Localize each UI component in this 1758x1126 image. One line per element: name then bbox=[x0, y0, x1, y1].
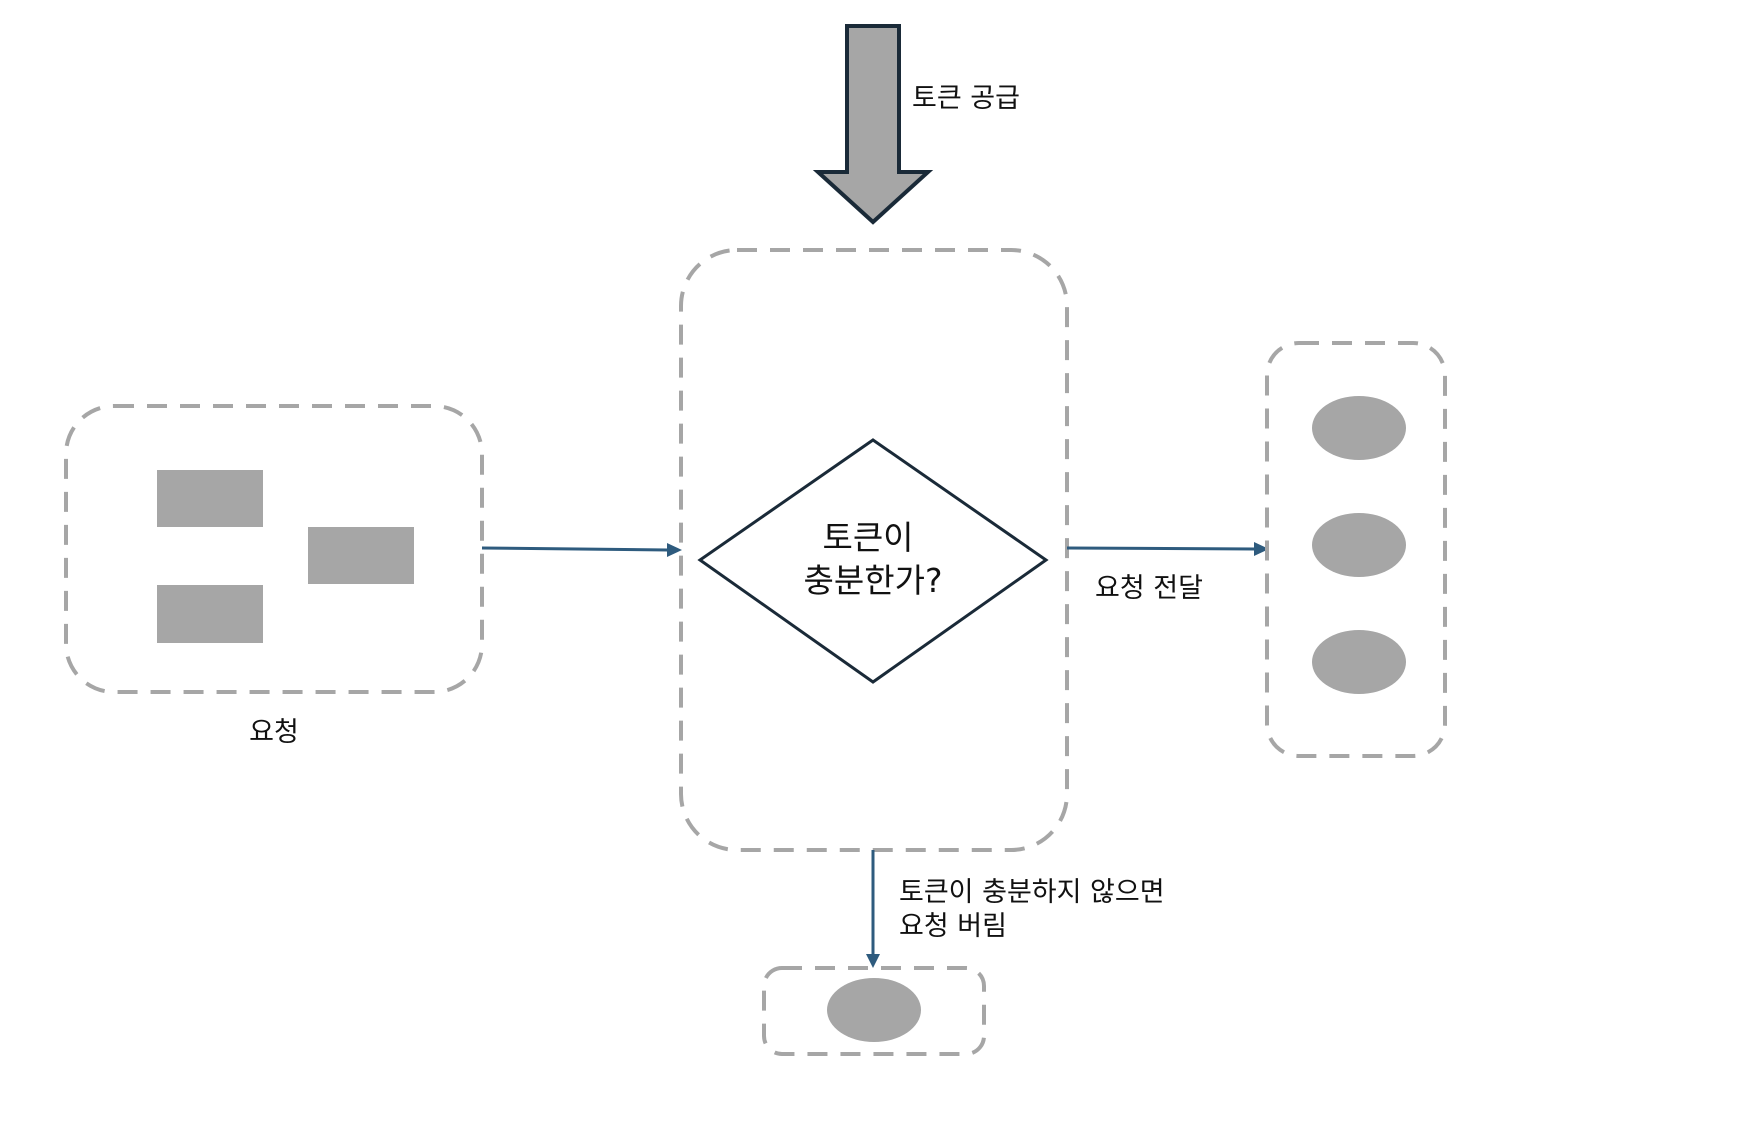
forwarded-requests-box bbox=[1265, 341, 1447, 758]
decision-label-line2: 충분한가? bbox=[804, 561, 943, 600]
request-block-1 bbox=[157, 470, 263, 527]
request-block-3 bbox=[157, 585, 263, 643]
forwarded-request-2 bbox=[1312, 513, 1406, 577]
incoming-flow-arrowhead bbox=[667, 543, 682, 557]
forward-flow-arrowhead bbox=[1254, 542, 1269, 556]
forwarded-request-1 bbox=[1312, 396, 1406, 460]
token-check-diamond bbox=[697, 438, 1049, 684]
dropped-request bbox=[827, 978, 921, 1042]
decision-label-line1: 토큰이 bbox=[822, 518, 913, 557]
token-supply-label: 토큰 공급 bbox=[912, 83, 1020, 114]
forwarded-request-3 bbox=[1312, 630, 1406, 694]
request-block-2 bbox=[308, 527, 414, 584]
dropped-requests-box bbox=[762, 966, 986, 1056]
forward-flow-arrow bbox=[1066, 546, 1256, 551]
drop-label-line2: 요청 버림 bbox=[899, 911, 1007, 942]
token-supply-arrow bbox=[812, 24, 934, 225]
incoming-requests-box bbox=[64, 404, 484, 694]
drop-flow-arrowhead bbox=[866, 954, 880, 968]
forward-label: 요청 전달 bbox=[1095, 573, 1203, 604]
incoming-flow-arrow bbox=[481, 546, 669, 552]
requests-label: 요청 bbox=[249, 717, 299, 748]
drop-label-line1: 토큰이 충분하지 않으면 bbox=[899, 877, 1165, 908]
